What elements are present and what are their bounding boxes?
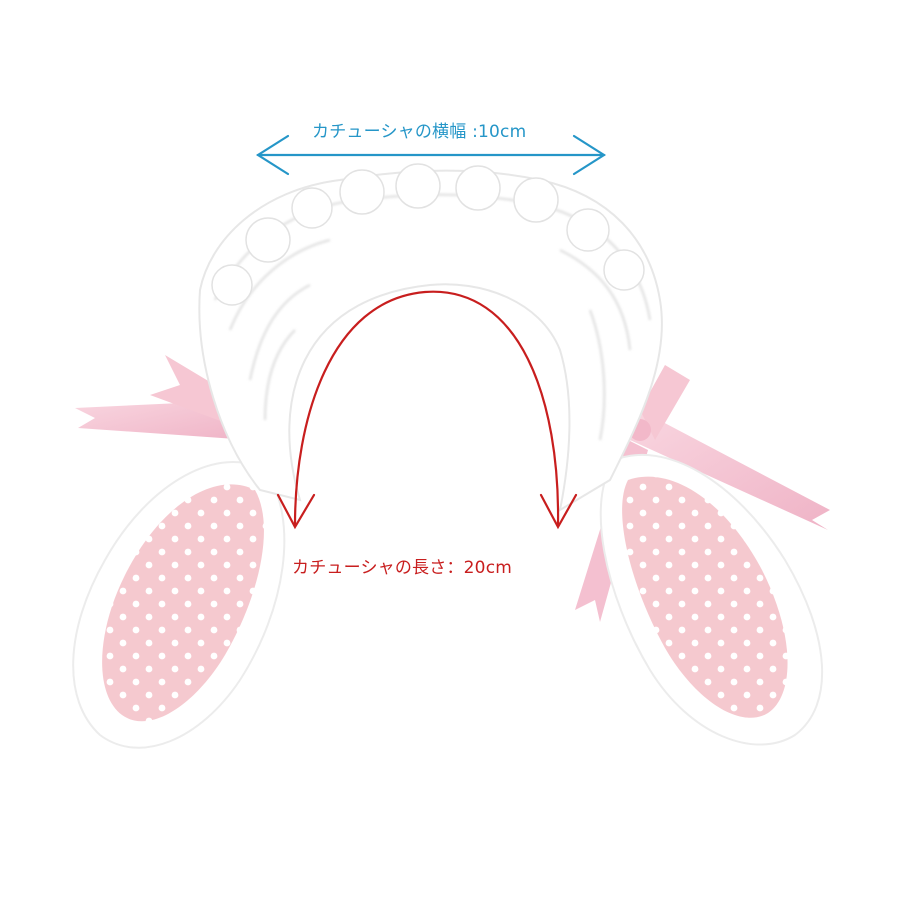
length-arrow <box>276 290 578 530</box>
lace-headband <box>198 163 663 513</box>
left-bunny-ear <box>72 461 286 749</box>
width-label: カチューシャの横幅 :10cm <box>312 122 527 142</box>
length-label: カチューシャの長さ：20cm <box>292 558 512 578</box>
right-bunny-ear <box>599 453 824 746</box>
width-arrow <box>255 134 607 176</box>
